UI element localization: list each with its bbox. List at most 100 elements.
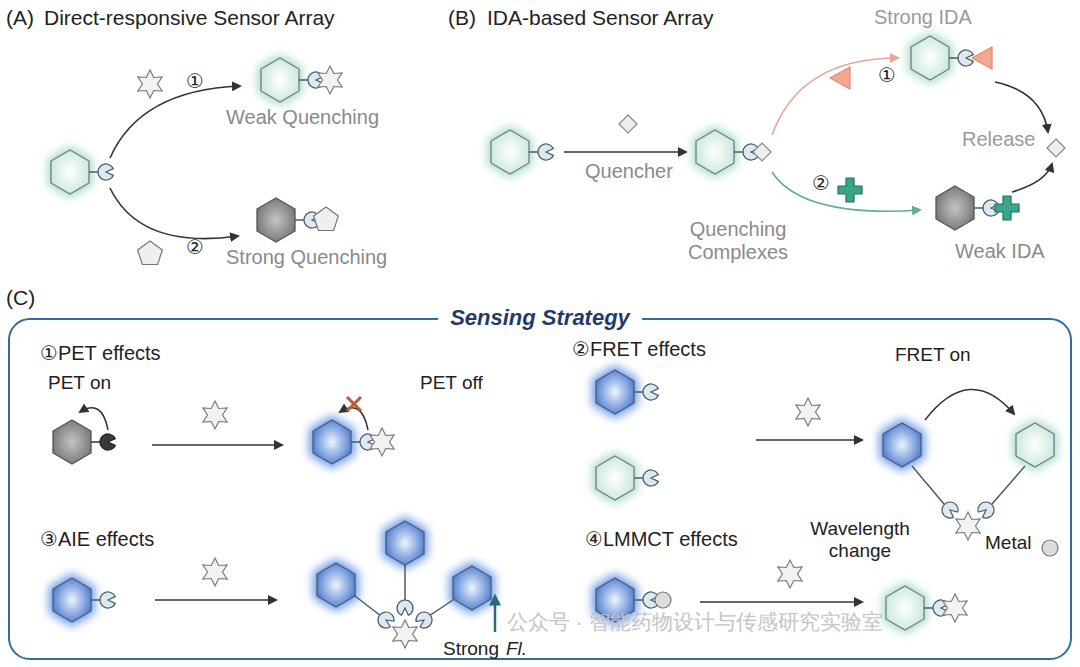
strategy-label: ③AIE effects bbox=[40, 528, 154, 551]
strategy-label: ①PET effects bbox=[40, 342, 161, 365]
strategy-label: ④LMMCT effects bbox=[585, 528, 738, 551]
sensor-unit bbox=[488, 126, 554, 178]
sensor-unit bbox=[48, 146, 114, 198]
intensity-arrow bbox=[494, 596, 497, 632]
state-label: Strong Quenching bbox=[226, 246, 387, 269]
sensor-unit bbox=[593, 452, 659, 504]
sensor-complex bbox=[309, 416, 394, 469]
receptor bbox=[89, 164, 113, 180]
analyte-triangle bbox=[972, 47, 992, 69]
state-label: Weak IDA bbox=[955, 240, 1045, 263]
analyte-star bbox=[943, 594, 967, 622]
reaction-arrow bbox=[756, 439, 862, 441]
strategy-label: ②FRET effects bbox=[572, 338, 706, 361]
reaction-arrow bbox=[110, 86, 240, 158]
analyte-star bbox=[370, 428, 394, 456]
fluorophore bbox=[48, 146, 93, 198]
state-label: Strong bbox=[443, 638, 499, 660]
state-label: PET on bbox=[48, 372, 111, 394]
release-arrow bbox=[995, 82, 1048, 132]
sensor-complex bbox=[936, 186, 1019, 230]
receptor bbox=[949, 50, 973, 66]
panel-heading: Sensing Strategy bbox=[438, 305, 642, 331]
state-label: FRET on bbox=[895, 344, 971, 366]
analyte-star bbox=[138, 70, 162, 98]
sensor-unit bbox=[592, 366, 658, 419]
analyte-star bbox=[203, 401, 227, 429]
quencher-diamond bbox=[1047, 139, 1065, 157]
state-label: Wavelength change bbox=[790, 518, 930, 562]
fluorophore bbox=[449, 562, 495, 615]
linker bbox=[404, 565, 406, 602]
release-arrow bbox=[1012, 164, 1052, 192]
state-label: Metal bbox=[985, 532, 1031, 554]
reaction-arrow bbox=[564, 151, 686, 153]
receptor bbox=[634, 384, 658, 400]
reaction-arrow bbox=[152, 444, 282, 446]
analyte-triangle bbox=[830, 67, 850, 89]
quenching-complex bbox=[693, 126, 771, 178]
analyte-star bbox=[393, 620, 417, 648]
analyte-star bbox=[318, 66, 342, 94]
panel-letter: (A) bbox=[6, 6, 34, 30]
electron-transfer-arrow bbox=[80, 408, 108, 430]
fluorophore bbox=[257, 198, 295, 242]
fluorophore bbox=[593, 452, 638, 504]
quencher-diamond bbox=[619, 115, 637, 133]
strategy-panel: Sensing Strategy bbox=[8, 318, 1072, 660]
fluorophore bbox=[908, 32, 953, 84]
step-number: ① bbox=[186, 70, 204, 93]
block-cross bbox=[347, 397, 361, 411]
sensor-complex bbox=[257, 198, 338, 242]
receptor bbox=[91, 434, 115, 450]
state-label: Fl. bbox=[506, 638, 527, 660]
linker bbox=[355, 596, 381, 616]
step-number: ① bbox=[878, 64, 896, 87]
fluorophore bbox=[258, 54, 303, 106]
panel-letter: (B) bbox=[448, 6, 476, 30]
linker bbox=[912, 466, 944, 504]
donor-fluorophore bbox=[879, 419, 925, 472]
state-label: Strong IDA bbox=[874, 6, 972, 29]
fluorophore bbox=[53, 420, 91, 464]
metal-ion bbox=[655, 592, 671, 608]
watermark: 公众号 · 智能药物设计与传感研究实验室 bbox=[507, 610, 883, 634]
fluorophore bbox=[936, 186, 974, 230]
receptor bbox=[91, 592, 115, 608]
analyte-star bbox=[203, 558, 227, 586]
energy-transfer-arrow bbox=[925, 389, 1014, 420]
analyte-star bbox=[956, 512, 980, 540]
analyte-cross bbox=[995, 196, 1019, 220]
fluorophore bbox=[592, 366, 638, 419]
sensor-complex bbox=[258, 54, 343, 106]
quencher-diamond bbox=[753, 143, 771, 161]
fluorophore bbox=[49, 574, 95, 627]
fluorophore bbox=[313, 559, 359, 612]
state-label: Release bbox=[962, 128, 1035, 151]
reaction-arrow bbox=[772, 58, 898, 135]
state-label: PET off bbox=[420, 372, 483, 394]
electron-transfer-arrow bbox=[340, 408, 368, 430]
state-label: Weak Quenching bbox=[226, 106, 379, 129]
fluorophore bbox=[488, 126, 533, 178]
fluorophore bbox=[693, 126, 738, 178]
analyte-pentagon bbox=[138, 241, 163, 265]
receptor bbox=[529, 144, 553, 160]
step-number: ② bbox=[186, 236, 204, 259]
acceptor-fluorophore bbox=[1013, 419, 1058, 471]
panel-title: Direct-responsive Sensor Array bbox=[44, 6, 335, 30]
linker bbox=[429, 600, 453, 616]
block-cross bbox=[347, 397, 361, 411]
analyte-pentagon bbox=[314, 207, 339, 231]
state-label: Quencher bbox=[585, 160, 673, 183]
reaction-arrow bbox=[110, 188, 238, 239]
step-number: ② bbox=[812, 172, 830, 195]
panel-title: IDA-based Sensor Array bbox=[487, 6, 713, 30]
sensor-unit bbox=[49, 574, 115, 627]
reaction-arrow bbox=[772, 172, 920, 211]
receptor-site bbox=[975, 499, 997, 521]
